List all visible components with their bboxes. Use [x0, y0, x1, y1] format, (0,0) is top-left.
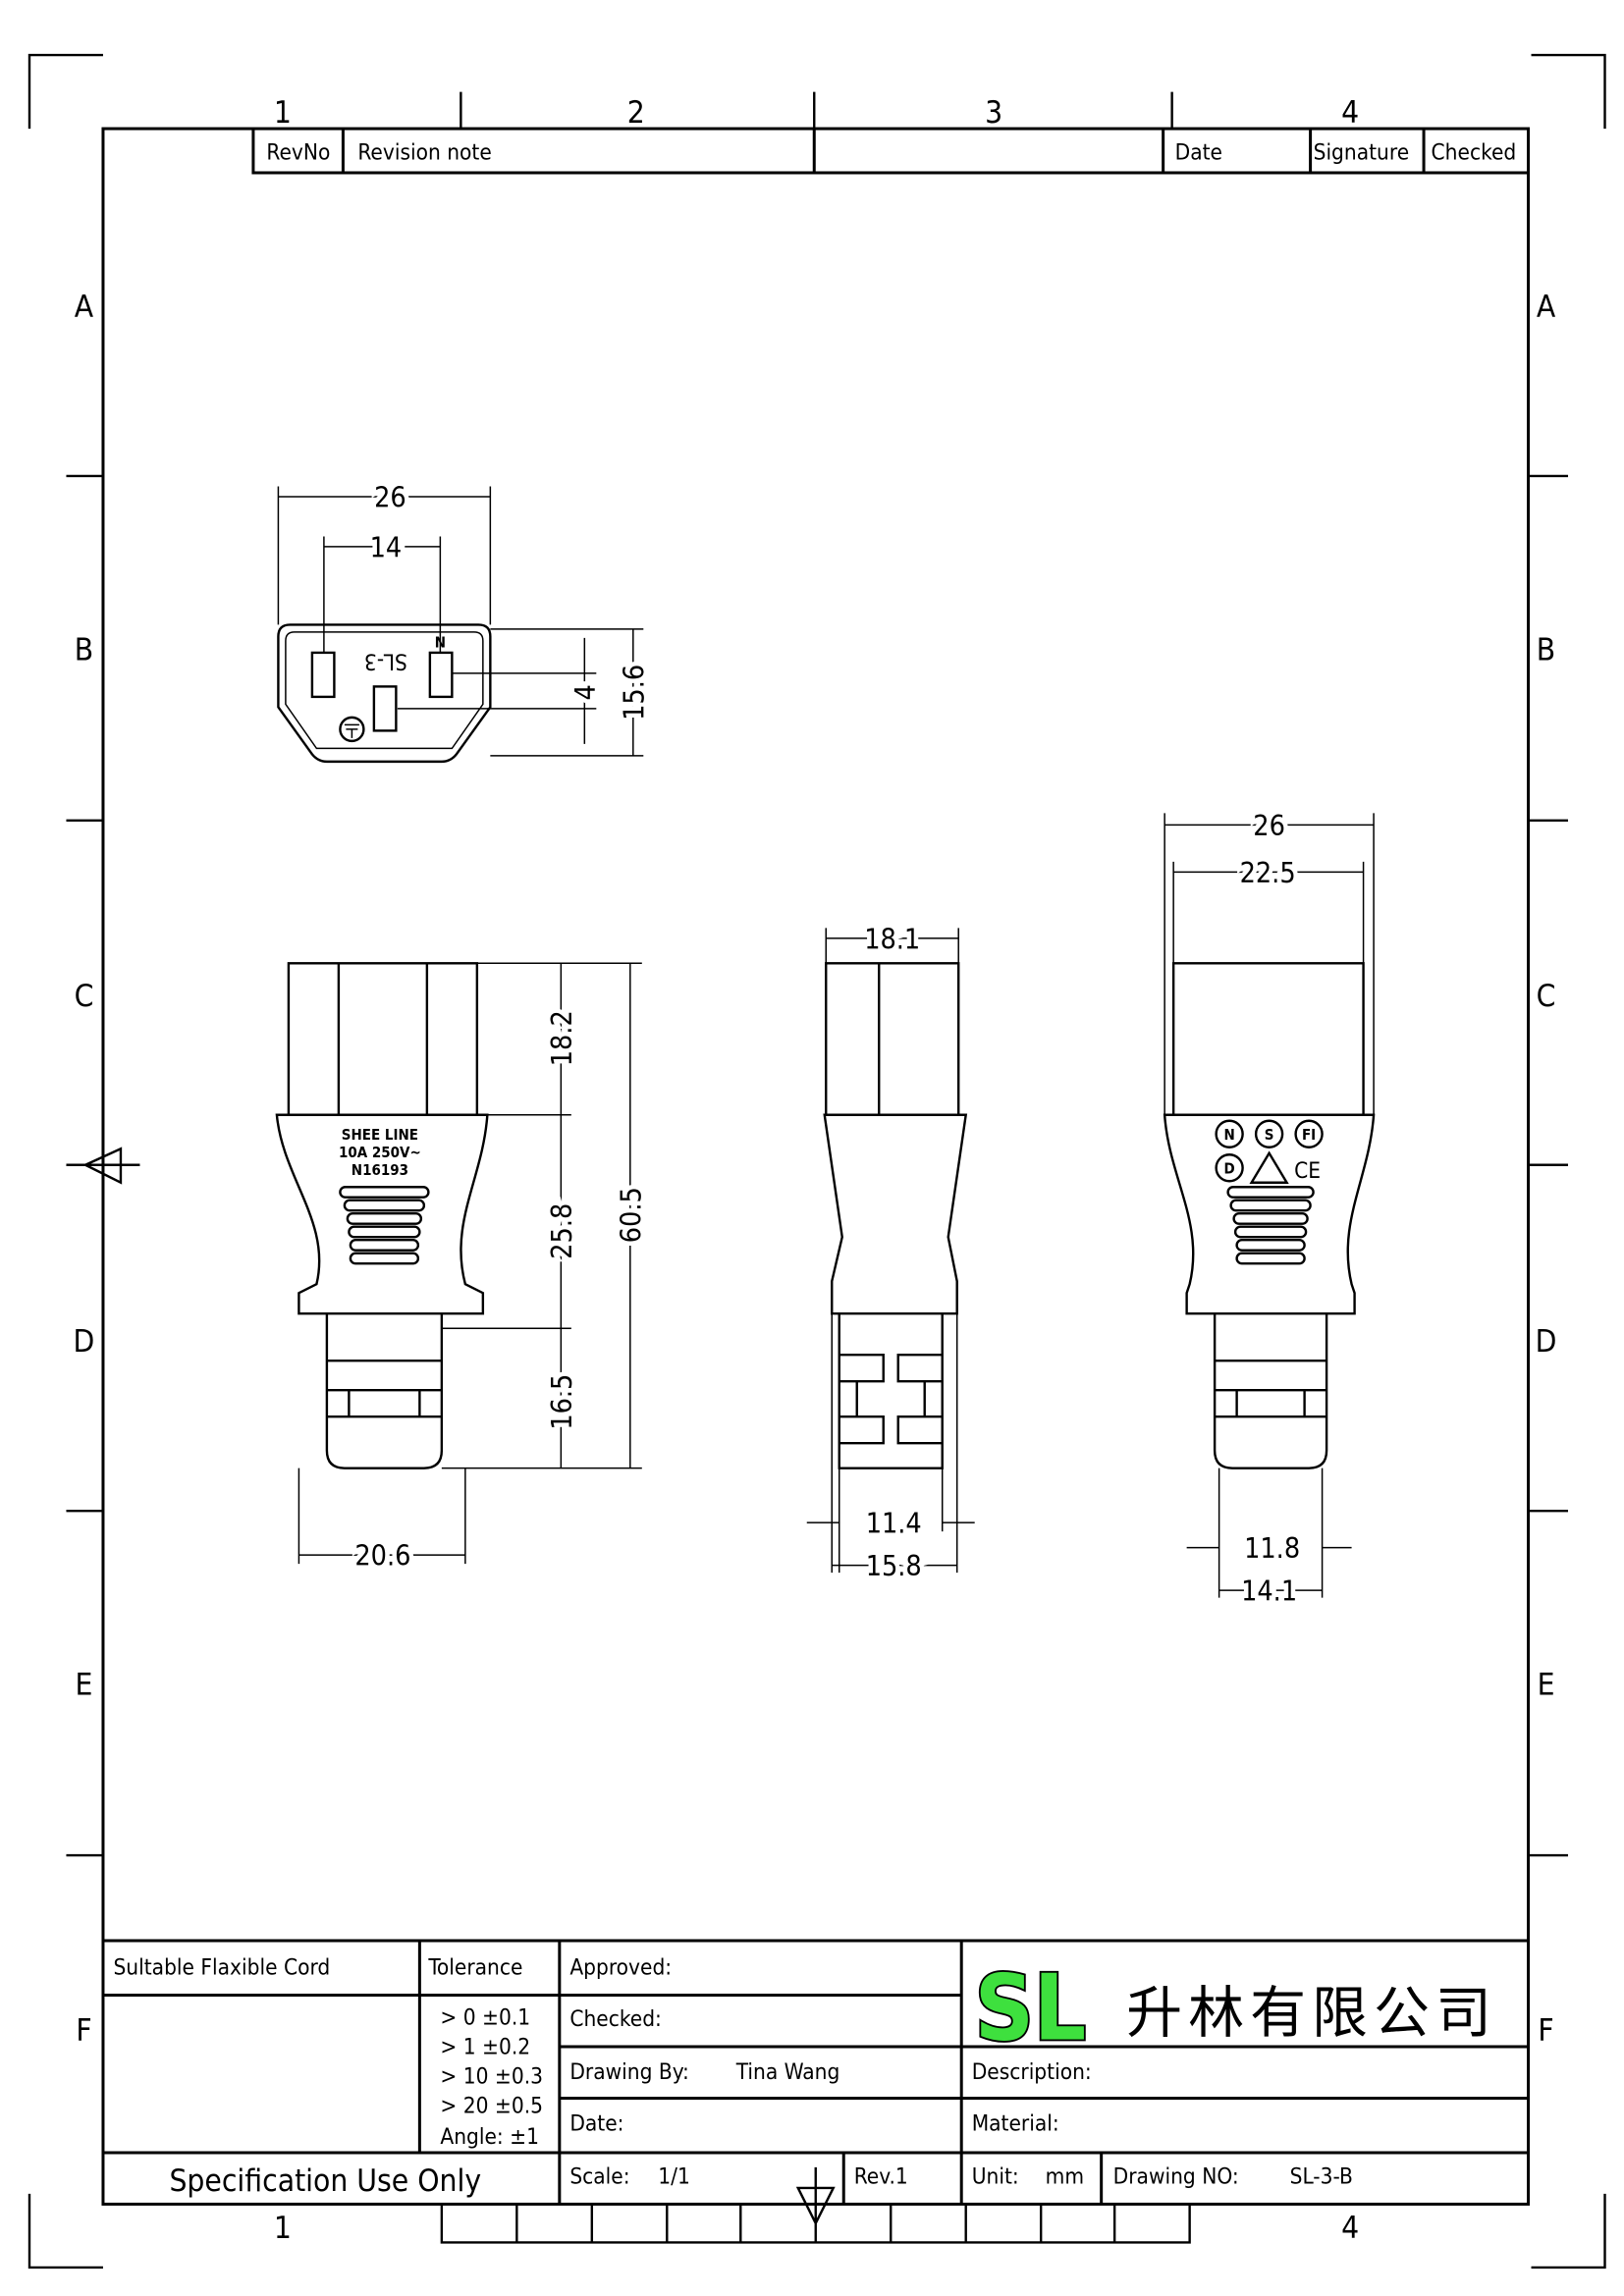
drawing-no-value: SL-3-B	[1290, 2163, 1353, 2189]
row-label: F	[1538, 2013, 1553, 2049]
row-label: E	[76, 1668, 93, 1703]
cert-label: N16193	[352, 1161, 408, 1179]
drawing-no-label: Drawing NO:	[1113, 2163, 1239, 2189]
centering-mark	[66, 1147, 140, 1185]
middle-view: 18.1 11.4 15.8	[806, 919, 975, 1587]
tolerance-row: Angle: ±1	[440, 2124, 539, 2150]
projection-symbol	[795, 2166, 836, 2243]
drawer-name: Tina Wang	[735, 2059, 840, 2085]
rear-view: N S FI D CE 26 22.5 11.8 14.1	[1163, 805, 1376, 1612]
date-header: Date	[1175, 140, 1222, 166]
dim-outer: 15.8	[866, 1550, 922, 1582]
signature-header: Signature	[1314, 140, 1410, 166]
row-label: B	[1537, 632, 1555, 667]
tolerance-label: Tolerance	[427, 1954, 522, 1980]
description-label: Description:	[972, 2059, 1092, 2085]
checked-label: Checked:	[569, 2006, 662, 2032]
column-label: 4	[1341, 2211, 1359, 2246]
dim-total: 60.5	[615, 1187, 647, 1243]
side-rulers: A B C D E F A B C D E F	[66, 290, 1569, 2049]
unit-label: Unit:	[972, 2163, 1019, 2189]
scale-value: 1/1	[658, 2163, 690, 2189]
dim-cord-outer: 14.1	[1241, 1575, 1297, 1608]
dim-inner: 22.5	[1240, 857, 1296, 889]
cert-mark-fi: FI	[1302, 1126, 1316, 1144]
tolerance-row: > 1 ±0.2	[440, 2034, 530, 2059]
revision-note-header: Revision note	[357, 140, 491, 166]
ce-mark: CE	[1294, 1158, 1321, 1184]
row-label: A	[1537, 290, 1556, 325]
company-name: 升林有限公司	[1126, 1981, 1497, 2046]
brand-label: SHEE LINE	[342, 1126, 418, 1144]
approved-label: Approved:	[569, 1954, 672, 1980]
company-logo: SL	[975, 1954, 1087, 2060]
front-view: SL-3 N 26 14 15.6 4	[277, 477, 655, 764]
column-label: 2	[627, 95, 645, 131]
row-label: C	[1537, 979, 1556, 1014]
dim-pin-spacing: 14	[370, 531, 403, 563]
earth-pin	[372, 685, 398, 732]
column-label: 1	[274, 95, 292, 131]
unit-value: mm	[1046, 2163, 1084, 2189]
grip-ribs	[339, 1186, 430, 1265]
tolerance-row: > 10 ±0.3	[440, 2063, 543, 2089]
ground-icon	[339, 716, 365, 743]
drawing-by-label: Drawing By:	[569, 2059, 689, 2085]
dim-offset: 4	[569, 684, 602, 700]
dim-middle: 25.8	[546, 1203, 578, 1259]
dim-top: 18.1	[864, 923, 920, 955]
dim-bottom: 16.5	[546, 1374, 578, 1430]
dim-width: 20.6	[354, 1540, 410, 1573]
cert-mark-n: N	[1223, 1126, 1234, 1144]
material-label: Material:	[972, 2110, 1059, 2136]
row-label: A	[75, 290, 94, 325]
cord-label: Sultable Flaxible Cord	[113, 1954, 330, 1980]
scale-label: Scale:	[569, 2163, 629, 2189]
cert-mark-d: D	[1224, 1160, 1235, 1178]
cert-mark-s: S	[1265, 1126, 1274, 1144]
column-label: 1	[274, 2211, 292, 2246]
date-label: Date:	[569, 2110, 623, 2136]
row-label: D	[74, 1324, 95, 1360]
dim-cord-inner: 11.8	[1244, 1532, 1300, 1565]
side-view: SHEE LINE 10A 250V~ N16193 18.2 25.8 16.…	[275, 962, 652, 1576]
rating-label: 10A 250V~	[339, 1144, 421, 1161]
corner-marks	[27, 53, 1606, 2269]
rev-no-header: RevNo	[266, 140, 330, 166]
grip-ribs	[1226, 1186, 1315, 1265]
dim-inner: 11.4	[866, 1508, 922, 1540]
revision-table: RevNo Revision note Date Signature Check…	[251, 129, 1529, 175]
column-label: 3	[985, 95, 1002, 131]
title-block: Sultable Flaxible Cord Tolerance > 0 ±0.…	[102, 1939, 1529, 2243]
tolerance-row: > 20 ±0.5	[440, 2093, 543, 2118]
row-label: B	[75, 632, 93, 667]
spec-label: Specification Use Only	[169, 2163, 481, 2199]
dim-height: 15.6	[618, 665, 650, 721]
dim-width: 26	[374, 481, 406, 513]
bottom-ruler: 1 4	[274, 2204, 1359, 2246]
neutral-pin	[428, 651, 454, 699]
live-pin	[310, 651, 336, 699]
row-label: F	[76, 2013, 91, 2049]
front-marking: SL-3	[364, 648, 407, 673]
revision-label: Rev.1	[854, 2163, 908, 2189]
row-label: E	[1538, 1668, 1555, 1703]
tolerance-row: > 0 ±0.1	[440, 2004, 530, 2030]
row-label: D	[1536, 1324, 1557, 1360]
column-label: 4	[1341, 95, 1359, 131]
row-label: C	[75, 979, 94, 1014]
dim-outer: 26	[1253, 810, 1285, 842]
checked-header: Checked	[1432, 140, 1517, 166]
dim-top: 18.2	[546, 1010, 578, 1066]
top-ruler: 1 2 3 4	[274, 91, 1359, 131]
